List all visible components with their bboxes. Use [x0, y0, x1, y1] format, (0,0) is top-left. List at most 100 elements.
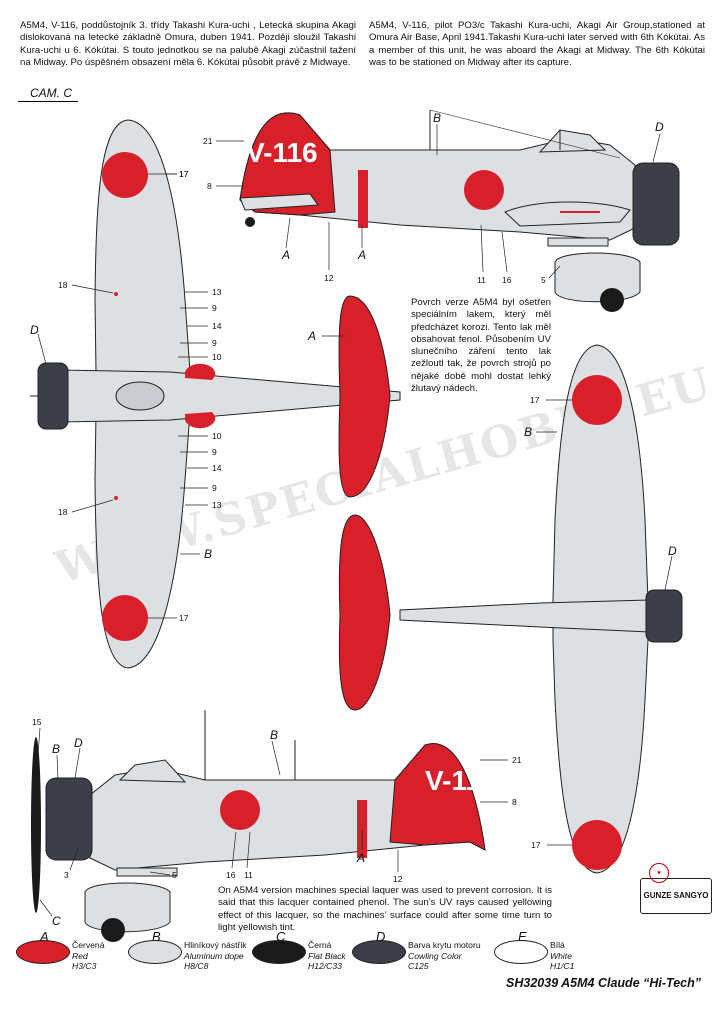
callout-16-top: 16 [502, 275, 512, 285]
legend-code: H3/C3 [72, 961, 97, 971]
callout-11-bottom: 11 [244, 870, 253, 880]
hinomaru-side-top [464, 170, 504, 210]
callout-21-bottom: 21 [512, 755, 522, 765]
callout-9-under-1: 9 [212, 303, 217, 313]
callout-17-bottom: 17 [531, 840, 541, 850]
legend-swatch-cowling [352, 940, 406, 964]
legend-text: Hliníkový nástřik Aluminum dope H8/C8 [184, 940, 274, 972]
callout-5-top: 5 [541, 275, 546, 285]
callout-A-bottom: A [356, 851, 365, 865]
legend-code: H8/C8 [184, 961, 209, 971]
callout-9-under-4: 9 [212, 483, 217, 493]
callout-D-under: D [30, 323, 39, 337]
callout-17-under-2: 17 [179, 613, 189, 623]
cowling-side-top [632, 162, 680, 246]
aircraft-code-side-top: V-116 [246, 137, 318, 168]
callout-10-under-1: 10 [212, 352, 222, 362]
legend-swatch-red [16, 940, 70, 964]
aircraft-code-side-bottom: V-116 [425, 765, 497, 796]
product-title: SH32039 A5M4 Claude “Hi-Tech” [506, 976, 701, 990]
callout-9-under-3: 9 [212, 447, 217, 457]
legend-letter: E [518, 929, 527, 944]
gunze-sangyo-logo: ★ GUNZE SANGYO [640, 863, 712, 914]
legend-letter: B [152, 929, 161, 944]
legend-code: H1/C1 [550, 961, 575, 971]
callout-14-under-1: 14 [212, 321, 222, 331]
callout-12-top: 12 [324, 273, 334, 283]
legend-swatch-aluminium [128, 940, 182, 964]
legend-swatch-white [494, 940, 548, 964]
callout-11-top: 11 [477, 275, 486, 285]
legend-cz: Barva krytu motoru [408, 940, 481, 950]
callout-12-bottom: 12 [393, 874, 403, 884]
side-view-bottom: V-116 15 B D B 21 8 3 16 11 A 12 5 17 [31, 710, 572, 942]
callout-B-top: B [433, 111, 441, 125]
lacquer-note-english: On A5M4 version machines special laquer … [218, 885, 552, 933]
callout-A-top-2: A [357, 248, 366, 262]
legend-en: White [550, 950, 572, 961]
legend-en: Aluminum dope [184, 950, 244, 961]
legend-cz: Černá [308, 940, 332, 950]
camouflage-label: CAM. C [30, 86, 72, 100]
hinomaru-underwing-top [102, 152, 148, 198]
callout-14-under-2: 14 [212, 463, 222, 473]
legend-en: Red [72, 950, 88, 961]
upper-view: 17 B D [338, 344, 683, 874]
callout-D-top: D [655, 120, 664, 134]
legend-letter: C [276, 929, 286, 944]
cowling-underside [37, 362, 69, 430]
underside-view: 17 18 13 9 14 9 10 D 10 9 14 9 13 18 17 … [30, 119, 401, 669]
description-english: A5M4, V-116, pilot PO3/c Takashi Kura-uc… [369, 20, 705, 69]
callout-17-top: 17 [179, 169, 189, 179]
callout-16-bottom: 16 [226, 870, 236, 880]
callout-17-under-1: 17 [179, 169, 189, 179]
callout-18-under-1: 18 [58, 280, 68, 290]
side-view-top: V-116 21 8 B D 17 A 12 A 11 16 5 [150, 109, 680, 312]
callout-A-top-1: A [281, 248, 290, 262]
legend-code: C125 [408, 961, 429, 971]
callout-10-under-2: 10 [212, 431, 222, 441]
legend-cz: Hliníkový nástřik [184, 940, 247, 950]
legend-cz: Bílá [550, 940, 565, 950]
cowling-side-bottom [45, 777, 93, 861]
legend-text: Barva krytu motoru Cowling Color C125 [408, 940, 498, 972]
callout-A-tail: A [307, 329, 316, 343]
hinomaru-underwing-bottom [102, 595, 148, 641]
legend-letter: D [376, 929, 386, 944]
camouflage-underline [18, 101, 78, 102]
legend-text: Červená Red H3/C3 [72, 940, 152, 972]
cowling-upper [645, 589, 683, 643]
legend-en: Flat Black [308, 950, 346, 961]
callout-5-bottom: 5 [172, 870, 177, 880]
callout-21-top: 21 [203, 136, 213, 146]
legend-code: H12/C33 [308, 961, 342, 971]
hinomaru-upperwing-bottom [572, 820, 622, 870]
legend-text: Bílá White H1/C1 [550, 940, 630, 972]
color-legend: A Červená Red H3/C3 B Hliníkový nástřik … [16, 929, 706, 972]
callout-B-side-1: B [52, 742, 60, 756]
callout-B-side-2: B [270, 728, 278, 742]
callout-D-upper: D [668, 544, 677, 558]
legend-cz: Červená [72, 940, 105, 950]
logo-text: GUNZE SANGYO [643, 891, 709, 900]
callout-D-side: D [74, 736, 83, 750]
legend-text: Černá Flat Black H12/C33 [308, 940, 388, 972]
callout-3: 3 [64, 870, 69, 880]
legend-letter: A [40, 929, 49, 944]
legend-en: Cowling Color [408, 950, 462, 961]
callout-B-upper: B [524, 425, 532, 439]
hinomaru-side-bottom [220, 790, 260, 830]
callout-17-upper: 17 [530, 395, 540, 405]
description-czech: A5M4, V-116, poddůstojník 3. třídy Takas… [20, 20, 356, 69]
callout-9-under-2: 9 [212, 338, 217, 348]
hinomaru-upperwing-top [572, 375, 622, 425]
callout-13-under-1: 13 [212, 287, 222, 297]
callout-15: 15 [32, 717, 42, 727]
callout-B-under: B [204, 547, 212, 561]
legend-swatch-black [252, 940, 306, 964]
callout-C: C [52, 914, 61, 928]
lacquer-note-czech: Povrch verze A5M4 byl ošetřen speciálním… [411, 297, 551, 395]
callout-8-top: 8 [207, 181, 212, 191]
brand-badge-icon: ★ [649, 863, 669, 883]
